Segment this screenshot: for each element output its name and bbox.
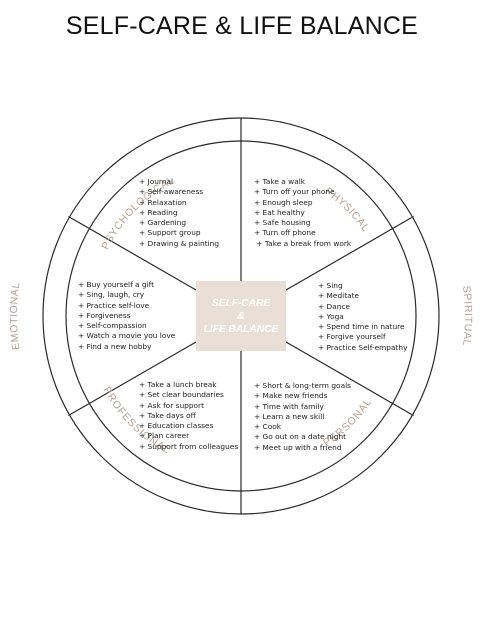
list-item: + Take a lunch break [139, 380, 217, 389]
list-item: + Plan career [139, 431, 190, 441]
list-item: + Sing [318, 281, 343, 290]
list-item: + Turn off your phone [254, 187, 335, 197]
list-item: + Find a new hobby [78, 341, 152, 351]
divider-upper-left [68, 215, 197, 291]
center-line-2: & [237, 309, 245, 322]
list-item: + Take days off [139, 410, 196, 420]
list-item: + Turn off phone [254, 228, 316, 238]
list-item: + Self-compassion [78, 321, 147, 331]
list-item: + Enough sleep [254, 197, 313, 207]
list-item: + Reading [139, 207, 178, 217]
list-item: + Set clear boundaries [139, 390, 224, 400]
center-line-1: SELF-CARE [211, 296, 271, 309]
list-item: + Yoga [318, 311, 344, 321]
list-item: + Relaxation [139, 197, 187, 207]
list-item: + Support group [139, 228, 201, 238]
list-item: + Time with family [254, 401, 324, 411]
list-item: + Practice self-love [78, 300, 150, 310]
label-spiritual: SPIRITUAL [460, 285, 474, 347]
list-item: + Safe housing [254, 218, 311, 228]
divider-lower-right [285, 341, 414, 417]
psychological-list: + Journal + Self-awareness + Relaxation … [139, 177, 219, 249]
sector-dividers [68, 118, 414, 514]
list-item: + Meet up with a friend [254, 442, 342, 452]
list-item: + Forgiveness [78, 310, 131, 320]
list-item: + Ask for support [139, 400, 204, 410]
list-item: + Eat healthy [254, 207, 305, 217]
list-item: + Meditate [318, 291, 360, 301]
list-item: + Self-awareness [139, 187, 204, 197]
center-line-3: LIFE BALANCE [203, 322, 279, 335]
list-item: + Practice Self-empathy [318, 342, 408, 352]
divider-upper-right [285, 215, 414, 291]
emotional-list: + Buy yourself a gift + Sing, laugh, cry… [78, 280, 175, 352]
list-item: + Cook [254, 422, 282, 432]
personal-list: + Short & long-term goals + Make new fri… [254, 381, 351, 453]
list-item: + Take a walk [254, 177, 306, 186]
spiritual-list: + Sing + Meditate + Dance + Yoga + Spend… [318, 281, 408, 353]
list-item: + Sing, laugh, cry [78, 290, 145, 300]
list-item: + Learn a new skill [254, 411, 325, 421]
list-item: + Drawing & painting [139, 238, 220, 248]
professional-list: + Take a lunch break + Set clear boundar… [139, 380, 238, 452]
list-item: + Education classes [139, 421, 214, 431]
list-item: + Support from colleagues [139, 441, 239, 451]
center-badge: SELF-CARE & LIFE BALANCE [196, 281, 286, 351]
list-item: + Short & long-term goals [254, 381, 352, 390]
page-title: SELF-CARE & LIFE BALANCE [65, 12, 419, 40]
list-item: + Journal [139, 177, 174, 186]
divider-lower-left [68, 341, 197, 417]
label-emotional: EMOTIONAL [8, 281, 22, 350]
list-item: + Take a break from work [254, 238, 352, 248]
list-item: + Make new friends [254, 391, 328, 401]
list-item: + Gardening [139, 218, 187, 228]
list-item: + Spend time in nature [318, 322, 405, 332]
physical-list: + Take a walk + Turn off your phone + En… [254, 177, 351, 249]
list-item: + Dance [318, 301, 351, 311]
list-item: + Go out on a date night [254, 432, 347, 442]
list-item: + Watch a movie you love [78, 331, 176, 341]
list-item: + Buy yourself a gift [78, 280, 155, 289]
list-item: + Forgive yourself [318, 332, 386, 342]
